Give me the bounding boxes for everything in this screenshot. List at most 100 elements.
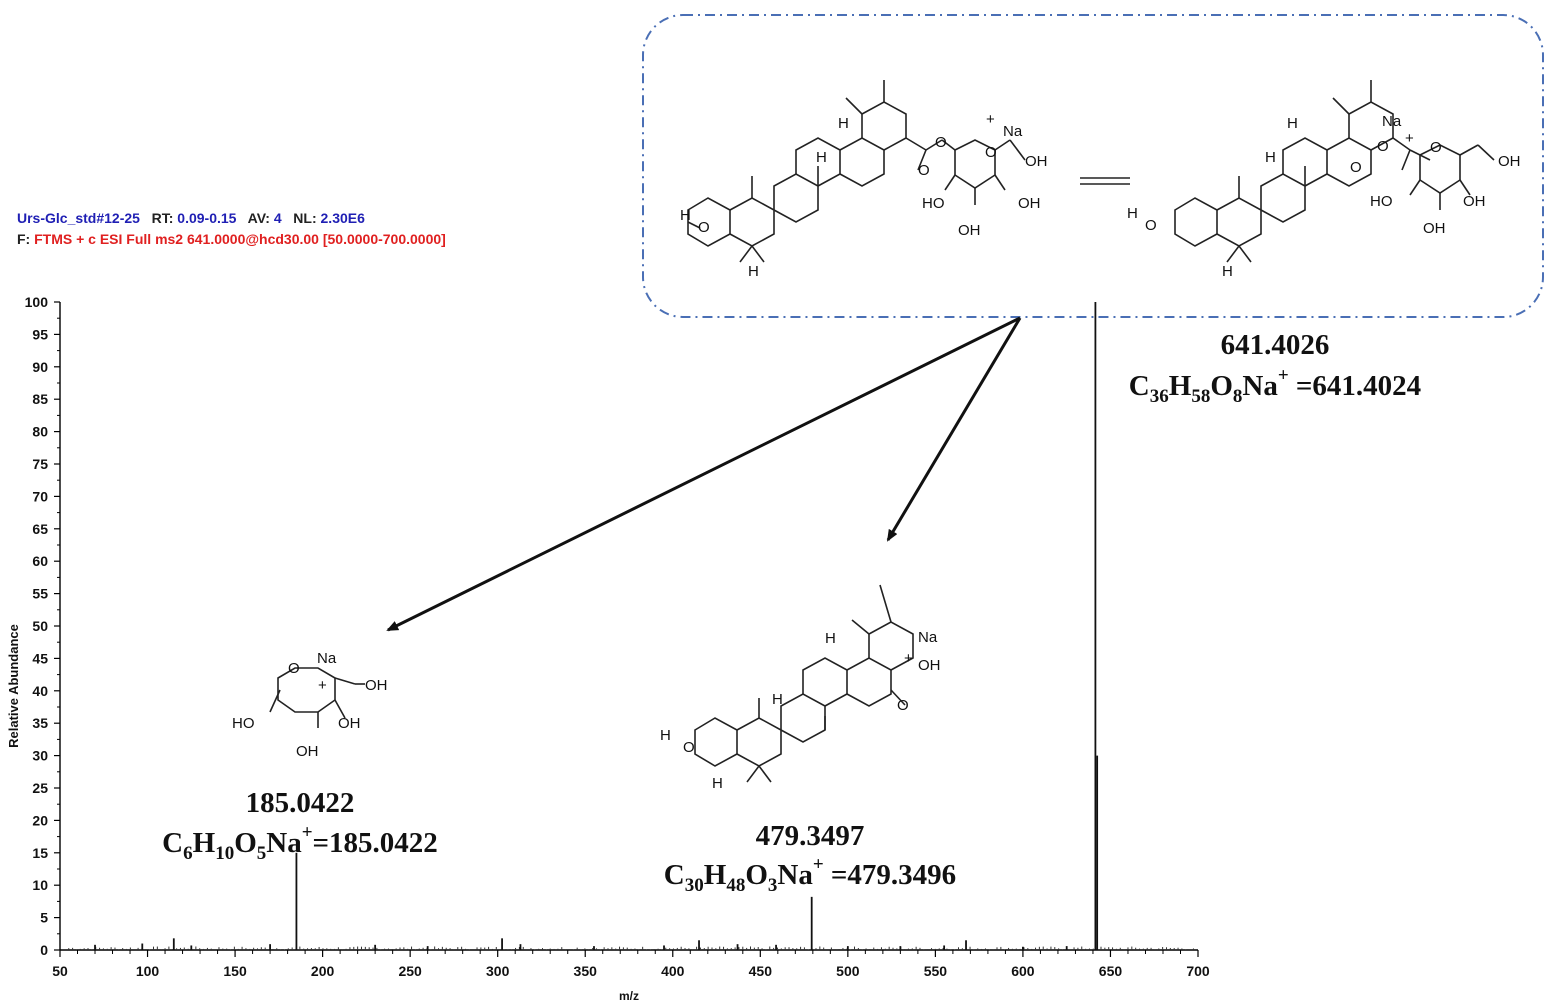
peak-mass-label: 185.0422 — [246, 787, 355, 819]
axes: 0510152025303540455055606570758085909510… — [6, 294, 1210, 1003]
x-tick-label: 650 — [1099, 963, 1123, 979]
formula-segment: H — [193, 827, 216, 859]
atom-label: O — [985, 144, 997, 161]
atom-label: Na — [1003, 123, 1023, 140]
atom-label: H — [748, 263, 759, 280]
atom-label: H — [1287, 115, 1298, 132]
atom-label: OH — [365, 677, 388, 694]
formula-segment: =479.3496 — [824, 859, 957, 891]
atom-label: OH — [1025, 153, 1048, 170]
filter-label: F: — [17, 231, 31, 247]
nl-label: NL: — [293, 210, 317, 226]
formula-segment: 6 — [183, 843, 193, 864]
y-tick-label: 65 — [32, 521, 48, 537]
y-tick-label: 90 — [32, 359, 48, 375]
parent-ion-box — [642, 14, 1544, 318]
arrow-to-sugar-fragment — [386, 316, 1021, 632]
atom-label: O — [683, 739, 695, 756]
y-tick-label: 75 — [32, 456, 48, 472]
scan-header-line2: F: FTMS + c ESI Full ms2 641.0000@hcd30.… — [17, 231, 446, 247]
atom-label: + — [318, 677, 327, 694]
formula-segment: 58 — [1191, 386, 1210, 407]
x-tick-label: 600 — [1011, 963, 1035, 979]
x-tick-label: 550 — [924, 963, 948, 979]
arrow-to-aglycone-fragment — [886, 317, 1022, 542]
atom-label: OH — [918, 657, 941, 674]
y-tick-label: 80 — [32, 424, 48, 440]
formula-segment: =641.4024 — [1289, 370, 1422, 402]
rt-value: 0.09-0.15 — [177, 210, 237, 226]
chemical-structures — [269, 14, 1544, 783]
atom-label: H — [660, 727, 671, 744]
formula-segment: + — [302, 822, 313, 843]
atom-label: H — [680, 207, 691, 224]
formula-segment: 48 — [726, 875, 745, 896]
aglycone-fragment-structure — [694, 584, 914, 783]
y-tick-label: 55 — [32, 586, 48, 602]
atom-label: O — [897, 697, 909, 714]
formula-segment: 8 — [1233, 386, 1243, 407]
formula-segment: Na — [777, 859, 813, 891]
atom-label: O — [288, 660, 300, 677]
y-tick-label: 85 — [32, 391, 48, 407]
atom-label: + — [904, 650, 913, 667]
atom-label: O — [698, 219, 710, 236]
atom-label: + — [1405, 130, 1414, 147]
formula-segment: + — [813, 854, 824, 875]
atom-label: OH — [1463, 193, 1486, 210]
formula-segment: O — [1210, 370, 1233, 402]
x-tick-label: 50 — [52, 963, 68, 979]
formula-segment: 36 — [1150, 386, 1169, 407]
y-tick-label: 25 — [32, 780, 48, 796]
x-tick-label: 200 — [311, 963, 335, 979]
nl-value: 2.30E6 — [320, 210, 365, 226]
atom-label: H — [825, 630, 836, 647]
atom-label: OH — [958, 222, 981, 239]
y-tick-label: 20 — [32, 812, 48, 828]
rt-label: RT: — [151, 210, 174, 226]
atom-label: O — [935, 134, 947, 151]
peak-formula-label: C6H10O5Na+=185.0422 — [162, 822, 438, 864]
atom-label: HO — [1370, 193, 1393, 210]
atom-label: OH — [296, 743, 319, 760]
y-axis-label: Relative Abundance — [6, 624, 21, 748]
peak-formula-label: C30H48O3Na+ =479.3496 — [664, 854, 956, 896]
x-tick-label: 250 — [398, 963, 422, 979]
y-tick-label: 10 — [32, 877, 48, 893]
y-tick-label: 70 — [32, 488, 48, 504]
formula-segment: O — [745, 859, 768, 891]
x-tick-label: 150 — [223, 963, 247, 979]
y-tick-label: 60 — [32, 553, 48, 569]
atom-label: O — [1377, 138, 1389, 155]
atom-label: O — [1430, 139, 1442, 156]
x-tick-label: 100 — [136, 963, 160, 979]
formula-segment: 5 — [257, 843, 267, 864]
formula-segment: C — [664, 859, 685, 891]
formula-segment: + — [1278, 365, 1289, 386]
formula-segment: Na — [1242, 370, 1278, 402]
formula-segment: C — [1129, 370, 1150, 402]
scan-header-line1: Urs-Glc_std#12-25 RT: 0.09-0.15 AV: 4 NL… — [17, 210, 365, 226]
av-label: AV: — [247, 210, 270, 226]
atom-label: H — [1127, 205, 1138, 222]
y-tick-label: 5 — [40, 910, 48, 926]
peak-formula-label: C36H58O8Na+ =641.4024 — [1129, 365, 1421, 407]
x-tick-label: 400 — [661, 963, 685, 979]
formula-segment: C — [162, 827, 183, 859]
av-value: 4 — [273, 210, 282, 226]
x-tick-label: 450 — [749, 963, 773, 979]
atom-label: Na — [918, 629, 938, 646]
y-tick-label: 40 — [32, 683, 48, 699]
y-tick-label: 100 — [25, 294, 49, 310]
atom-label: O — [1350, 159, 1362, 176]
file-name: Urs-Glc_std#12-25 — [17, 210, 140, 226]
x-tick-label: 350 — [574, 963, 598, 979]
y-tick-label: 45 — [32, 650, 48, 666]
y-tick-label: 35 — [32, 715, 48, 731]
sugar-fragment-structure — [269, 667, 365, 728]
atom-label: O — [1145, 217, 1157, 234]
atom-label: OH — [1018, 195, 1041, 212]
parent-structure-left — [687, 80, 1130, 263]
y-tick-label: 95 — [32, 326, 48, 342]
